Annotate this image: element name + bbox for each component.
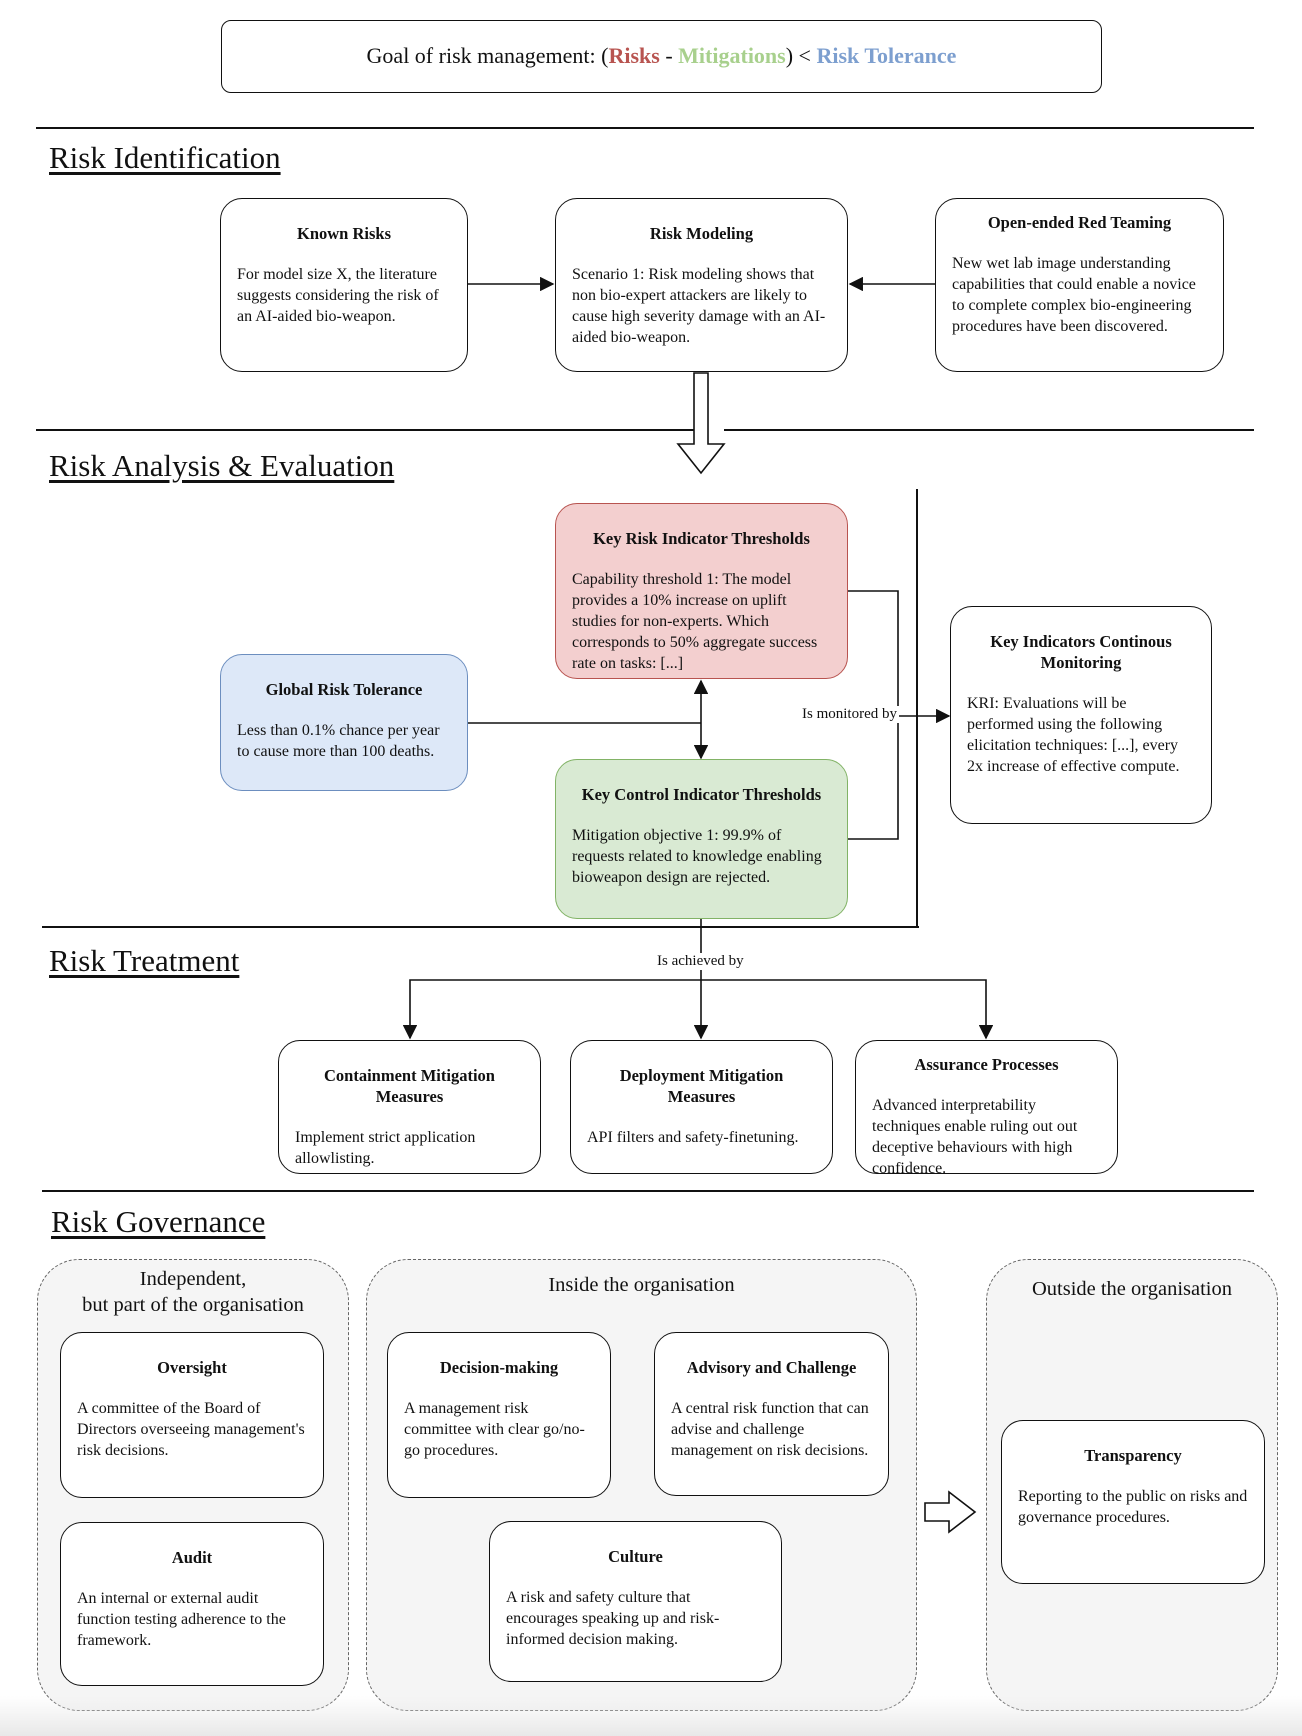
transparency-body: Reporting to the public on risks and gov… [1018,1488,1248,1526]
group-inside-title: Inside the organisation [548,1274,735,1296]
continuous-monitoring-box: Key Indicators Continous Monitoring KRI:… [950,606,1212,824]
goal-risks: Risks [608,43,660,68]
advisory-challenge-body: A central risk function that can advise … [671,1400,869,1459]
decision-making-box: Decision-making A management risk commit… [387,1332,611,1498]
deployment-box: Deployment Mitigation Measures API filte… [570,1040,833,1174]
divider-treatment [42,926,919,928]
containment-body: Implement strict application allowlistin… [295,1129,476,1167]
advisory-challenge-title: Advisory and Challenge [686,1358,857,1377]
monitored-by-label: Is monitored by [800,706,899,723]
known-risks-body: For model size X, the literature suggest… [237,266,439,325]
achieved-by-label: Is achieved by [655,953,746,970]
continuous-monitoring-title: Key Indicators Continous Monitoring [990,632,1172,672]
known-risks-title: Known Risks [297,224,391,243]
assurance-body: Advanced interpretability techniques ena… [872,1097,1078,1177]
transparency-box: Transparency Reporting to the public on … [1001,1420,1265,1584]
goal-minus: - [659,43,679,68]
assurance-title: Assurance Processes [914,1055,1059,1074]
decision-making-body: A management risk committee with clear g… [404,1400,585,1459]
culture-body: A risk and safety culture that encourage… [506,1589,720,1648]
divider-identification [36,127,1254,129]
kri-thresholds-title: Key Risk Indicator Thresholds [593,529,810,548]
advisory-challenge-box: Advisory and Challenge A central risk fu… [654,1332,889,1496]
goal-prefix: Goal of risk management: ( [366,43,609,68]
goal-mitigations: Mitigations [678,43,786,68]
bottom-shade [0,1696,1302,1736]
divider-analysis-left [36,429,698,431]
red-teaming-title: Open-ended Red Teaming [987,213,1172,232]
red-teaming-body: New wet lab image understanding capabili… [952,255,1196,335]
culture-box: Culture A risk and safety culture that e… [489,1521,782,1682]
culture-title: Culture [608,1547,663,1566]
oversight-title: Oversight [157,1358,227,1377]
kci-thresholds-title: Key Control Indicator Thresholds [581,785,822,804]
decision-making-title: Decision-making [439,1358,559,1377]
kri-thresholds-body: Capability threshold 1: The model provid… [572,571,818,672]
goal-lt: ) < [785,43,817,68]
risk-modeling-box: Risk Modeling Scenario 1: Risk modeling … [555,198,848,372]
containment-box: Containment Mitigation Measures Implemen… [278,1040,541,1174]
kci-thresholds-box: Key Control Indicator Thresholds Mitigat… [555,759,848,919]
assurance-box: Assurance Processes Advanced interpretab… [855,1040,1118,1177]
red-teaming-box: Open-ended Red Teaming New wet lab image… [935,198,1224,372]
group-independent-line1: Independent, [139,1268,247,1290]
global-risk-tolerance-title: Global Risk Tolerance [265,680,423,699]
audit-title: Audit [171,1548,213,1567]
oversight-box: Oversight A committee of the Board of Di… [60,1332,324,1498]
kci-thresholds-body: Mitigation objective 1: 99.9% of request… [572,827,822,886]
kri-thresholds-box: Key Risk Indicator Thresholds Capability… [555,503,848,679]
deployment-body: API filters and safety-finetuning. [587,1129,799,1146]
section-title-governance: Risk Governance [51,1204,266,1239]
containment-title: Containment Mitigation Measures [324,1066,495,1106]
transparency-title: Transparency [1084,1446,1182,1465]
audit-body: An internal or external audit function t… [77,1590,286,1649]
divider-analysis-vertical [916,489,918,928]
group-independent-title: Independent, but part of the organisatio… [37,1266,349,1318]
group-outside-title: Outside the organisation [1031,1278,1233,1300]
section-title-treatment: Risk Treatment [49,943,240,978]
divider-governance [42,1190,1254,1192]
risk-modeling-body: Scenario 1: Risk modeling shows that non… [572,266,826,346]
known-risks-box: Known Risks For model size X, the litera… [220,198,468,372]
oversight-body: A committee of the Board of Directors ov… [77,1400,305,1459]
risk-modeling-title: Risk Modeling [649,224,754,243]
deployment-title: Deployment Mitigation Measures [619,1066,784,1106]
audit-box: Audit An internal or external audit func… [60,1522,324,1686]
group-independent-line2: but part of the organisation [82,1294,304,1316]
global-risk-tolerance-box: Global Risk Tolerance Less than 0.1% cha… [220,654,468,791]
section-title-identification: Risk Identification [49,140,281,175]
goal-banner: Goal of risk management: (Risks - Mitiga… [221,20,1102,93]
divider-analysis-right [724,429,1254,431]
continuous-monitoring-body: KRI: Evaluations will be performed using… [967,695,1180,775]
global-risk-tolerance-body: Less than 0.1% chance per year to cause … [237,722,440,760]
goal-tolerance: Risk Tolerance [816,43,957,68]
section-title-analysis: Risk Analysis & Evaluation [49,448,395,483]
